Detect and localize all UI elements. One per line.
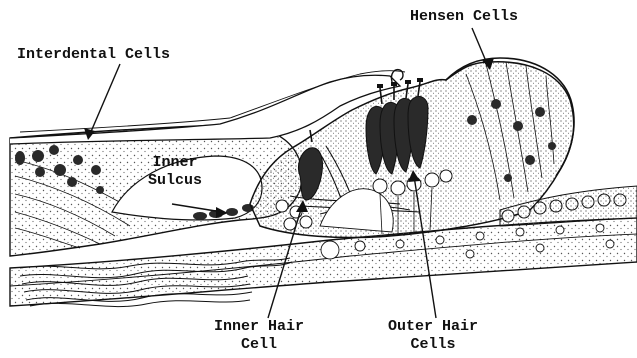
label-inner-sulcus: Inner Sulcus — [140, 154, 210, 190]
label-outer-hair-cells: Outer Hair Cells — [378, 318, 488, 354]
label-inner-hair-line2: Cell — [204, 336, 314, 354]
label-interdental-cells: Interdental Cells — [17, 46, 170, 64]
label-inner-sulcus-line1: Inner — [140, 154, 210, 172]
pointer-interdental — [90, 64, 120, 134]
label-outer-hair-line1: Outer Hair — [378, 318, 488, 336]
label-inner-hair-line1: Inner Hair — [204, 318, 314, 336]
label-inner-sulcus-line2: Sulcus — [140, 172, 210, 190]
label-hensen-cells: Hensen Cells — [410, 8, 518, 26]
label-outer-hair-line2: Cells — [378, 336, 488, 354]
label-inner-hair-cell: Inner Hair Cell — [204, 318, 314, 354]
